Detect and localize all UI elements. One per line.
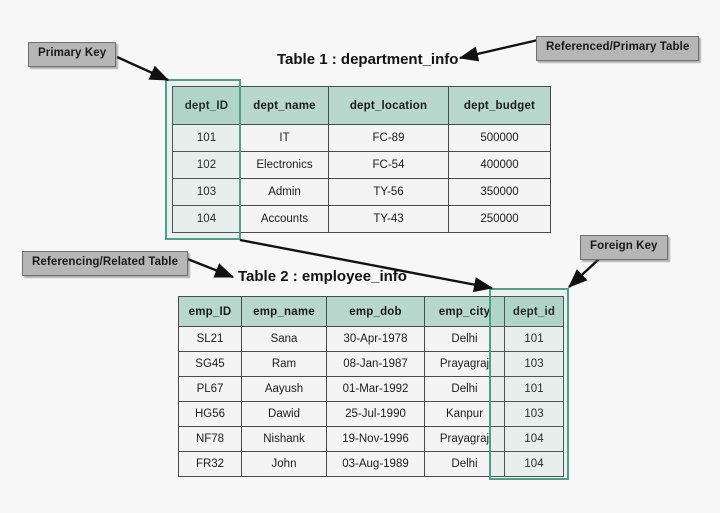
table-row: 101 IT FC-89 500000	[172, 124, 551, 152]
table-row: 104 Accounts TY-43 250000	[172, 205, 551, 233]
table-row: 103 Admin TY-56 350000	[172, 178, 551, 206]
cell-dept-location: FC-54	[328, 151, 449, 179]
cell-dept-budget: 350000	[448, 178, 551, 206]
cell-dept-id: 101	[172, 124, 241, 152]
table-employee-info: emp_ID emp_name emp_dob emp_city dept_id…	[178, 296, 564, 477]
cell-emp-id: SG45	[178, 351, 242, 377]
cell-emp-name: Dawid	[241, 401, 327, 427]
table-row: 102 Electronics FC-54 400000	[172, 151, 551, 179]
cell-emp-dob: 19-Nov-1996	[326, 426, 425, 452]
cell-dept-location: TY-56	[328, 178, 449, 206]
column-header-emp-id: emp_ID	[178, 296, 242, 327]
callout-primary-key[interactable]: Primary Key	[28, 42, 117, 67]
cell-dept-location: FC-89	[328, 124, 449, 152]
cell-emp-name: Nishank	[241, 426, 327, 452]
cell-emp-name: Sana	[241, 326, 327, 352]
cell-dept-location: TY-43	[328, 205, 449, 233]
callout-foreign-key[interactable]: Foreign Key	[580, 235, 668, 260]
table-row: NF78 Nishank 19-Nov-1996 Prayagraj 104	[178, 426, 564, 452]
cell-emp-dob: 08-Jan-1987	[326, 351, 425, 377]
column-header-emp-name: emp_name	[241, 296, 327, 327]
table-title-department-info: Table 1 : department_info	[277, 51, 459, 68]
cell-dept-name: Admin	[240, 178, 329, 206]
cell-emp-city: Delhi	[424, 451, 505, 477]
cell-emp-id: SL21	[178, 326, 242, 352]
cell-dept-id: 101	[504, 376, 564, 402]
cell-dept-id: 103	[504, 401, 564, 427]
table-row: PL67 Aayush 01-Mar-1992 Delhi 101	[178, 376, 564, 402]
column-header-dept-id: dept_ID	[172, 86, 241, 125]
column-header-dept-id: dept_id	[504, 296, 564, 327]
table-row: HG56 Dawid 25-Jul-1990 Kanpur 103	[178, 401, 564, 427]
cell-dept-budget: 400000	[448, 151, 551, 179]
cell-emp-dob: 30-Apr-1978	[326, 326, 425, 352]
table-header-row: emp_ID emp_name emp_dob emp_city dept_id	[178, 296, 564, 327]
cell-emp-id: FR32	[178, 451, 242, 477]
cell-emp-city: Prayagraj	[424, 426, 505, 452]
cell-emp-id: HG56	[178, 401, 242, 427]
cell-dept-id: 103	[504, 351, 564, 377]
cell-dept-id: 103	[172, 178, 241, 206]
cell-dept-name: IT	[240, 124, 329, 152]
cell-emp-id: PL67	[178, 376, 242, 402]
cell-emp-name: Aayush	[241, 376, 327, 402]
cell-dept-name: Electronics	[240, 151, 329, 179]
column-header-emp-dob: emp_dob	[326, 296, 425, 327]
cell-dept-id: 104	[504, 426, 564, 452]
cell-emp-city: Kanpur	[424, 401, 505, 427]
column-header-dept-budget: dept_budget	[448, 86, 551, 125]
cell-dept-name: Accounts	[240, 205, 329, 233]
cell-emp-name: Ram	[241, 351, 327, 377]
cell-emp-city: Delhi	[424, 376, 505, 402]
callout-referencing-related-table[interactable]: Referencing/Related Table	[22, 251, 189, 276]
cell-emp-dob: 01-Mar-1992	[326, 376, 425, 402]
arrow-referenced-primary-table	[458, 38, 539, 62]
cell-emp-city: Delhi	[424, 326, 505, 352]
table-row: FR32 John 03-Aug-1989 Delhi 104	[178, 451, 564, 477]
table-row: SG45 Ram 08-Jan-1987 Prayagraj 103	[178, 351, 564, 377]
cell-emp-id: NF78	[178, 426, 242, 452]
table-row: SL21 Sana 30-Apr-1978 Delhi 101	[178, 326, 564, 352]
cell-dept-id: 104	[172, 205, 241, 233]
cell-emp-city: Prayagraj	[424, 351, 505, 377]
column-header-dept-location: dept_location	[328, 86, 449, 125]
arrow-referencing-related-table	[184, 256, 235, 279]
arrow-primary-key	[116, 55, 170, 82]
cell-dept-budget: 500000	[448, 124, 551, 152]
cell-dept-id: 101	[504, 326, 564, 352]
column-header-emp-city: emp_city	[424, 296, 505, 327]
table-title-employee-info: Table 2 : employee_info	[238, 268, 407, 285]
cell-emp-name: John	[241, 451, 327, 477]
column-header-dept-name: dept_name	[240, 86, 329, 125]
callout-referenced-primary-table[interactable]: Referenced/Primary Table	[536, 36, 700, 61]
arrow-foreign-key	[568, 257, 601, 288]
table-header-row: dept_ID dept_name dept_location dept_bud…	[172, 86, 551, 125]
cell-dept-id: 102	[172, 151, 241, 179]
table-department-info: dept_ID dept_name dept_location dept_bud…	[172, 86, 551, 233]
cell-emp-dob: 03-Aug-1989	[326, 451, 425, 477]
cell-emp-dob: 25-Jul-1990	[326, 401, 425, 427]
cell-dept-budget: 250000	[448, 205, 551, 233]
cell-dept-id: 104	[504, 451, 564, 477]
